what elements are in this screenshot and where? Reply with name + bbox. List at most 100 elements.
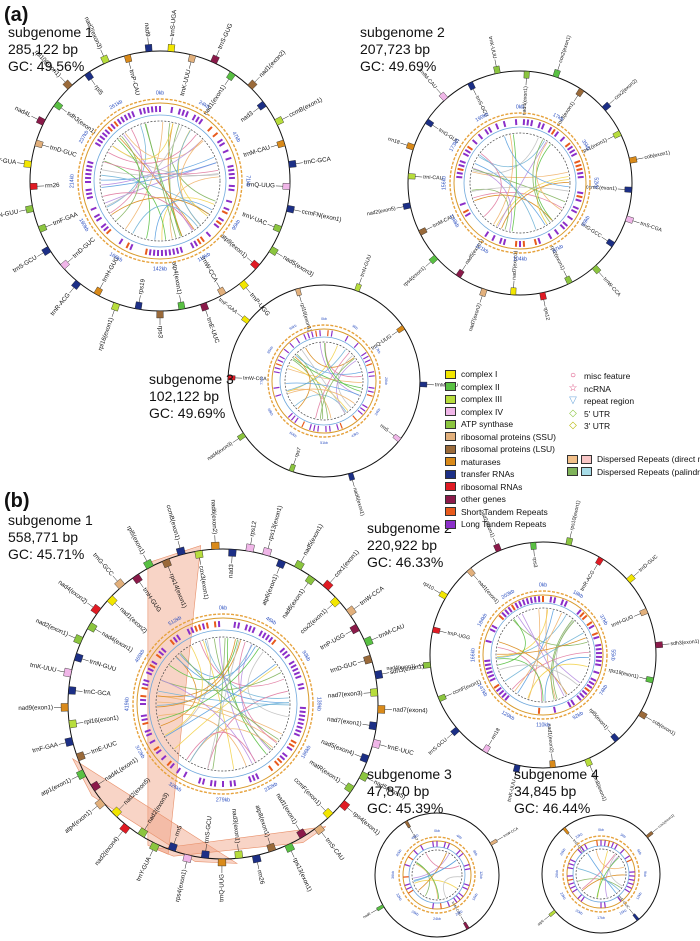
gene-feature [424,118,435,128]
tandem-repeat-mark [485,639,492,644]
gene-label: nad5(exon4) [320,738,355,757]
leader-line [282,115,289,120]
repeat-chord [471,186,569,192]
legend-label: ATP synthase [461,419,514,429]
gene-label: nad7(exon3) [328,690,363,700]
gene-feature [262,547,273,557]
gene-label: trnD-GUC [330,660,359,675]
gene-label: rps12 [249,520,259,537]
tandem-repeat-mark [205,622,209,629]
gene-feature [63,667,73,678]
tandem-repeat-mark [547,126,553,133]
repeat-chord [324,343,362,378]
subgenome-name: subgenome 2 [360,24,445,40]
leader-line [199,557,201,565]
tandem-repeat-mark [464,148,471,154]
feature-symbol-icon: ▽ [569,395,577,406]
tandem-repeat-mark [502,238,507,246]
subgenome-b1-info: subgenome 1 558,771 bp GC: 45.71% [8,512,93,563]
tandem-repeat-mark [225,156,232,161]
tandem-repeat-mark [566,701,572,708]
tandem-repeat-mark [484,128,490,135]
scale-tick-label: 28kb [411,909,420,916]
tandem-repeat-mark [491,234,496,242]
subgenome-name: subgenome 3 [149,371,234,387]
tandem-repeat-mark [287,412,293,418]
tandem-repeat-mark [595,643,602,647]
tandem-repeat-mark [510,604,516,611]
gene-label: trnS-GCU [12,254,39,274]
scale-ring [402,840,472,910]
gene-label: trnY-GUA [0,156,17,166]
leader-line [557,63,561,71]
gene-feature [377,705,386,714]
leader-line [67,257,74,263]
gene-feature [274,116,285,126]
legend-swatch [445,419,456,429]
repeat-chord [292,359,324,419]
tandem-repeat-mark [576,194,583,199]
legend-label: transfer RNAs [461,469,515,479]
tandem-repeat-mark [207,126,213,132]
gene-label: rps12 [542,307,550,321]
leader-line [295,162,303,164]
tandem-repeat-mark [120,116,126,123]
repeat-swatch [567,467,578,477]
gene-feature [41,246,52,256]
repeat-swatch [581,454,592,464]
tandem-repeat-mark [199,236,205,243]
gene-label: nad1(exon1) [476,579,500,605]
gene-label: trnQ-UUG [218,874,225,902]
gene-feature [23,160,32,168]
gene-label: nad2(exon5) [366,206,396,218]
leader-line [267,541,271,549]
repeat-chord [157,639,236,698]
tandem-repeat-mark [297,721,304,726]
repeat-chord [472,137,539,174]
leader-line [143,554,148,562]
tandem-repeat-mark [181,109,186,116]
leader-line [345,630,352,635]
gene-feature [194,550,204,559]
leader-line [90,78,96,86]
inner-ring [93,114,227,248]
leader-line [179,295,182,303]
legend-label: maturases [461,456,501,467]
scale-tick-label: 36kb [391,871,395,879]
gene-feature [90,603,102,615]
gene-feature [612,130,622,139]
repeat-chord [501,181,570,229]
gene-feature [402,202,412,210]
gene-label: trnW-CCA [503,826,520,838]
gene-label: matR(exon1) [308,759,342,785]
gene-feature [639,608,649,617]
tandem-repeat-mark [198,118,204,125]
gene-label: trnD-GUC [71,236,97,260]
leader-line [382,672,390,675]
leader-line [95,628,102,633]
tandem-repeat-mark [197,624,202,631]
scale-tick-label: 214kb [69,174,75,188]
gene-feature [552,69,561,78]
scale-tick-label: 0kb [598,828,604,832]
tandem-repeat-mark [186,628,191,635]
repeat-chord [102,192,194,231]
tandem-repeat-mark [595,647,602,651]
tandem-repeat-mark [559,136,566,143]
leader-line [188,61,192,69]
gene-feature [137,827,149,838]
scale-tick-label: 0kb [539,582,547,588]
repeat-label: Dispersed Repeats (direct matches) [597,454,700,464]
gene-feature [106,595,118,607]
tandem-repeat-mark [290,663,297,669]
repeat-chord [104,161,219,175]
leader-line [300,555,305,563]
leader-line [544,915,550,921]
gene-label: nad4(exon1) [100,630,134,654]
gene-feature [200,850,210,859]
repeat-chord [301,349,346,413]
tandem-repeat-mark [118,238,124,245]
tandem-repeat-mark [459,202,466,207]
tandem-repeat-mark [125,242,130,249]
gc-skew-ring [449,112,591,254]
